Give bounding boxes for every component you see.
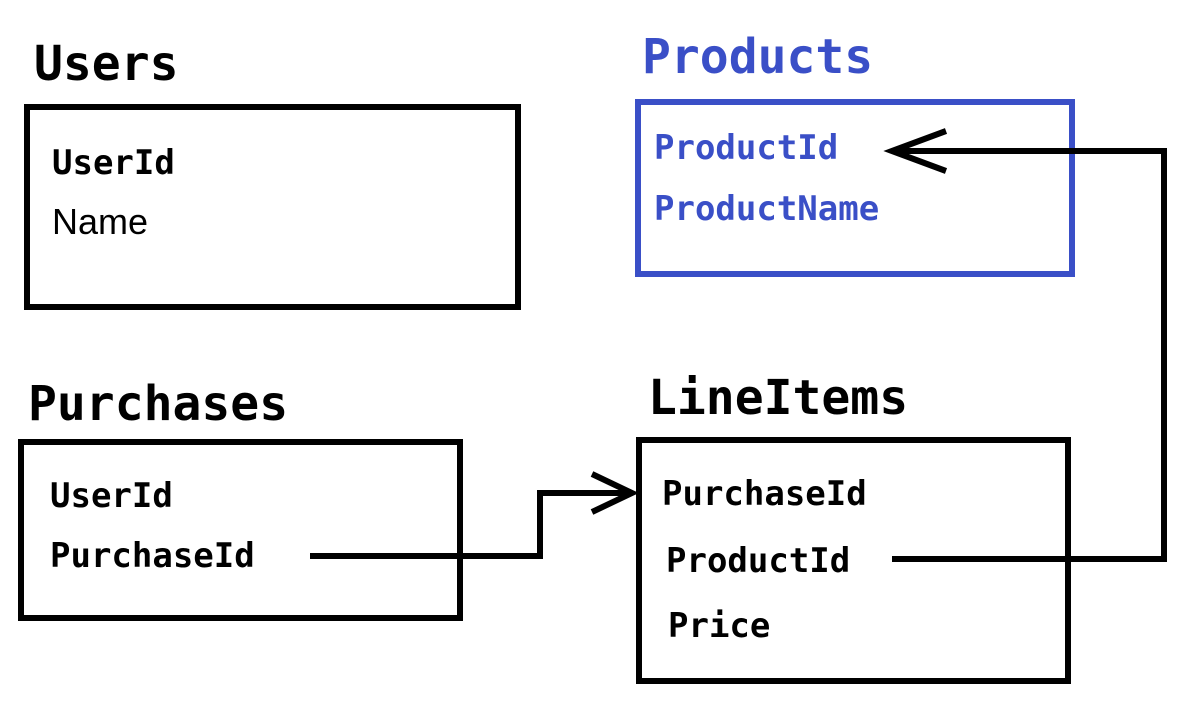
products-table-title: Products xyxy=(642,29,874,85)
purchases-table xyxy=(18,439,463,621)
lineitems-field-purchaseid: PurchaseId xyxy=(662,474,867,514)
arrowhead-lineitems-purchaseid xyxy=(590,471,639,515)
users-field-userid: UserId xyxy=(52,143,175,183)
products-field-productname: ProductName xyxy=(654,189,880,229)
purchases-field-purchaseid: PurchaseId xyxy=(50,536,255,576)
products-field-productid: ProductId xyxy=(654,128,839,168)
lineitems-table-title: LineItems xyxy=(648,370,909,426)
lineitems-field-price: Price xyxy=(668,606,771,646)
lineitems-field-productid: ProductId xyxy=(666,541,851,581)
users-table xyxy=(24,104,521,310)
products-table xyxy=(635,99,1075,277)
purchases-table-title: Purchases xyxy=(28,376,289,432)
users-field-name: Name xyxy=(52,201,149,242)
purchases-field-userid: UserId xyxy=(50,476,173,516)
users-table-title: Users xyxy=(34,36,179,92)
